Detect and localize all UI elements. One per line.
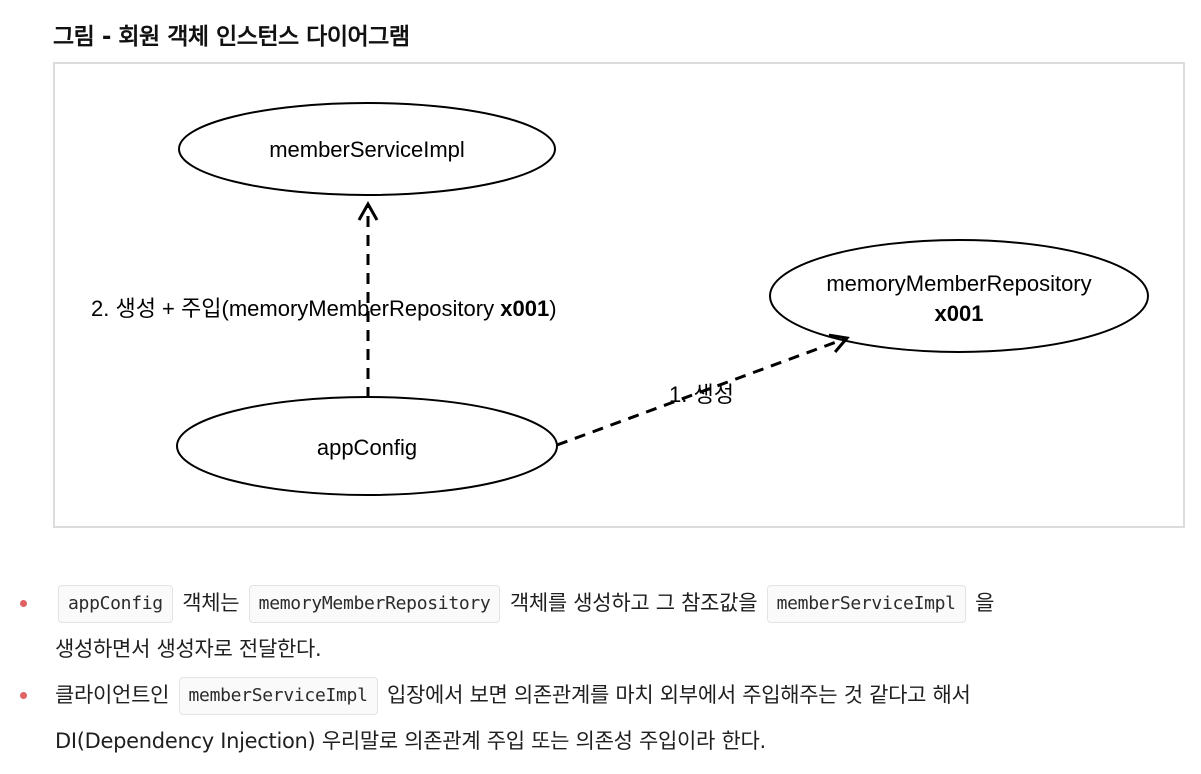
node-member-service-impl-label: memberServiceImpl [269, 137, 465, 162]
edge-inject-label: 2. 생성 + 주입(memoryMemberRepository x001) [91, 296, 557, 321]
node-member-service-impl: memberServiceImpl [178, 102, 556, 196]
list-item: appConfig 객체는 memoryMemberRepository 객체를… [0, 580, 1201, 672]
bullet-text: 입장에서 보면 의존관계를 마치 외부에서 주입해주는 것 같다고 해서 [380, 683, 971, 707]
node-app-config: appConfig [176, 396, 558, 496]
bullet-text: 객체를 생성하고 그 참조값을 [503, 591, 764, 615]
list-item: 클라이언트인 memberServiceImpl 입장에서 보면 의존관계를 마… [0, 672, 1201, 764]
page-title: 그림 - 회원 객체 인스턴스 다이어그램 [53, 24, 410, 50]
node-app-config-label: appConfig [317, 435, 417, 460]
node-memory-member-repository-ref: x001 [935, 301, 984, 326]
edge-create-label: 1. 생성 [669, 382, 734, 407]
bullet-dot-icon [20, 692, 27, 699]
node-memory-member-repository: memoryMemberRepository x001 [769, 239, 1149, 353]
code-app-config: appConfig [58, 585, 173, 623]
edge-create-arrow [556, 333, 850, 447]
diagram-figure: memberServiceImpl memoryMemberRepository… [53, 62, 1185, 528]
bullet-text: 클라이언트인 [55, 683, 176, 707]
node-memory-member-repository-label: memoryMemberRepository [826, 271, 1091, 296]
code-member-service-impl: memberServiceImpl [766, 585, 966, 623]
instance-diagram: memberServiceImpl memoryMemberRepository… [91, 102, 1149, 496]
code-member-service-impl: memberServiceImpl [178, 677, 378, 715]
code-memory-member-repository: memoryMemberRepository [248, 585, 501, 623]
bullet-text: 을 [968, 591, 995, 615]
node-memory-member-repository-shape [769, 239, 1149, 353]
bullet-text: 객체는 [175, 591, 246, 615]
bullet-text: DI(Dependency Injection) 우리말로 의존관계 주입 또는… [55, 729, 766, 753]
bullet-dot-icon [20, 600, 27, 607]
node-member-service-impl-shape [178, 102, 556, 196]
explanation-list: appConfig 객체는 memoryMemberRepository 객체를… [0, 580, 1201, 764]
bullet-text: 생성하면서 생성자로 전달한다. [55, 637, 322, 661]
